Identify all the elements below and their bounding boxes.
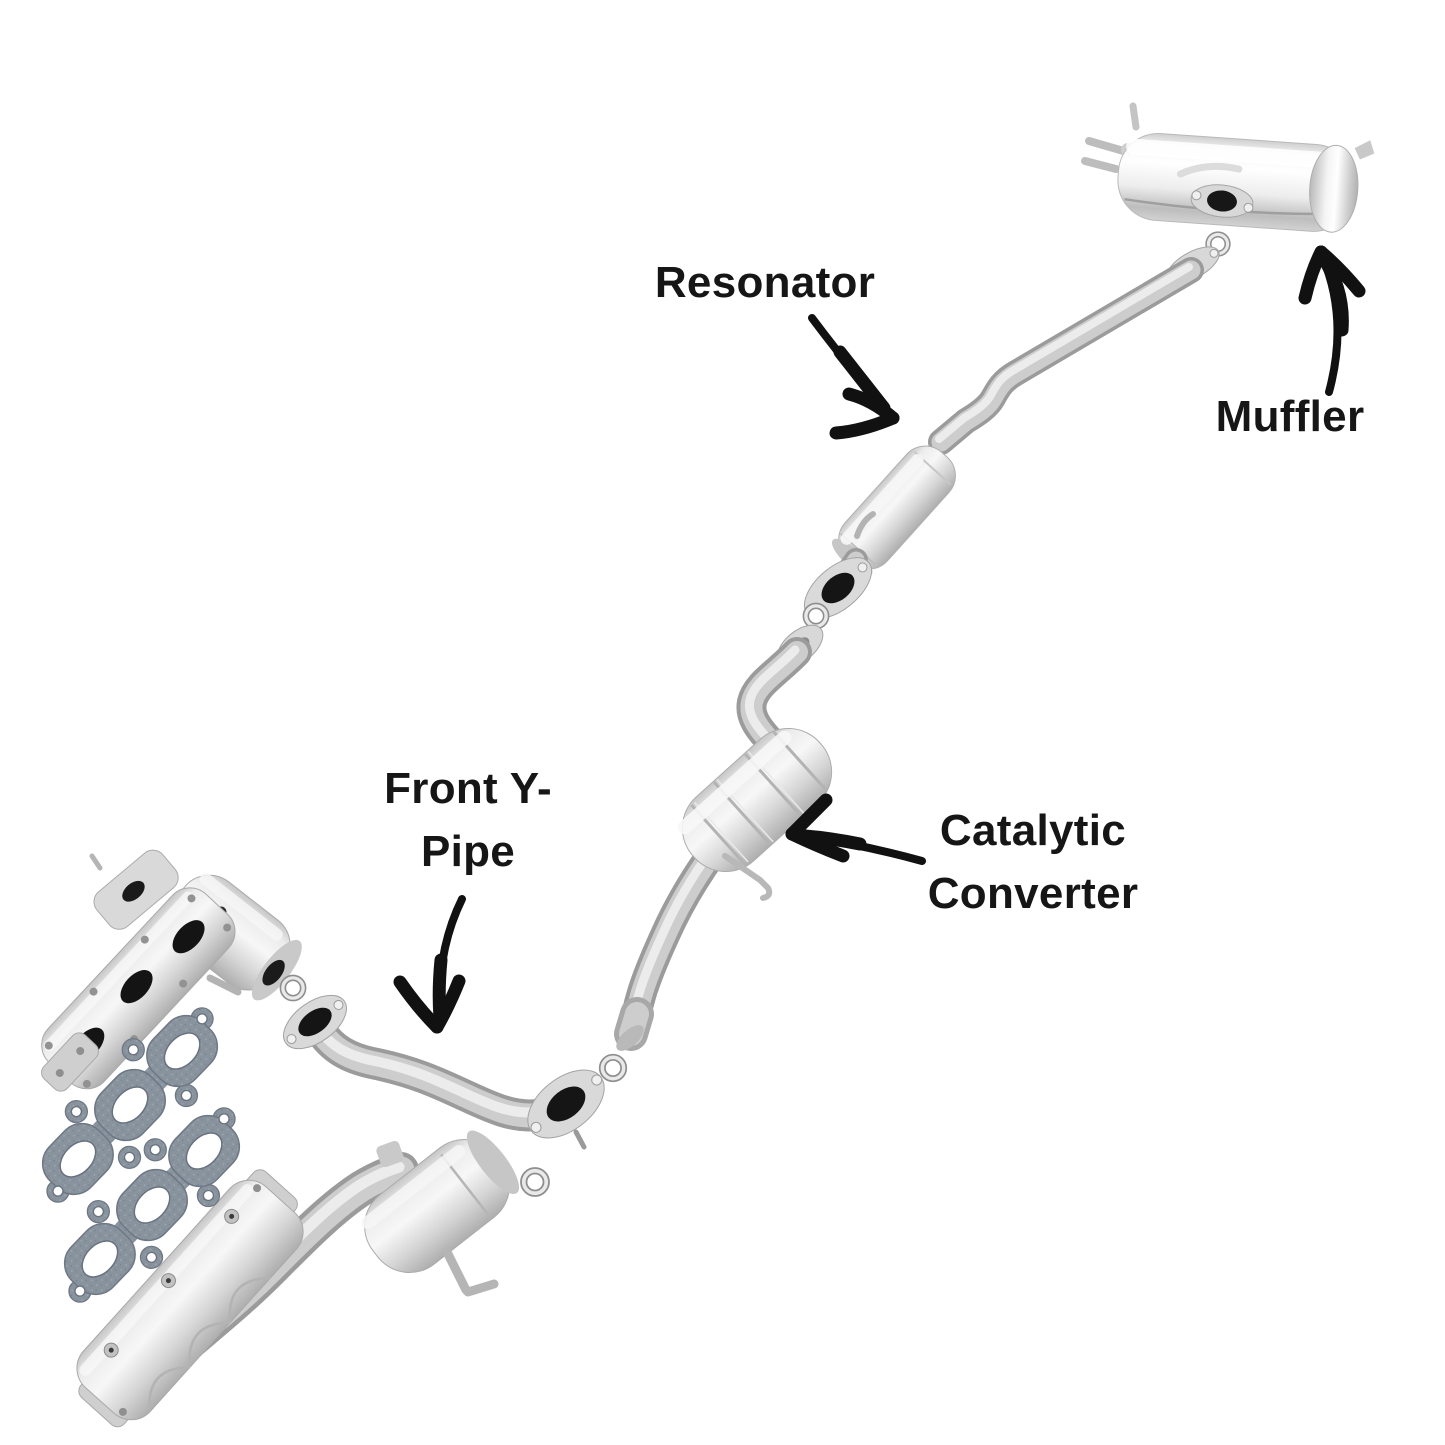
exhaust-manifold-upper-illustration xyxy=(41,849,307,1092)
front-y-pipe-arrow-icon xyxy=(393,895,466,1034)
front-y-pipe-label-line1: Front Y- xyxy=(384,764,552,813)
muffler-arrow-icon xyxy=(1298,245,1366,396)
ring-gasket-resonator xyxy=(802,602,830,630)
front-y-pipe-illustration xyxy=(283,994,605,1150)
ring-gasket-manifold-lower xyxy=(520,1167,550,1197)
lower-converter-body xyxy=(364,1138,510,1274)
catalytic-hanger-rod xyxy=(722,853,773,901)
muffler-label: Muffler xyxy=(1215,392,1365,441)
catalytic-converter-illustration xyxy=(598,624,833,1083)
muffler-inlet-flange xyxy=(1190,184,1254,218)
lower-converter-bracket xyxy=(442,1247,499,1297)
lower-manifold-body xyxy=(76,1179,304,1421)
manifold-port xyxy=(120,970,153,1004)
manifold-port xyxy=(172,920,205,954)
resonator-hanger-rod xyxy=(854,511,876,539)
ring-gasket-manifold-upper xyxy=(279,974,307,1002)
muffler-illustration xyxy=(1081,102,1375,257)
resonator-outlet-flange xyxy=(804,557,872,619)
muffler-hanger-pin xyxy=(1081,157,1120,173)
catalytic-converter-label-line2: Converter xyxy=(927,868,1139,918)
muffler-end-cap xyxy=(1309,144,1359,233)
front-y-pipe-label-line2: Pipe xyxy=(420,826,516,876)
resonator-arrow-icon xyxy=(808,314,900,440)
muffler-logo-emboss xyxy=(1176,162,1243,178)
y-pipe-right-flange xyxy=(527,1069,605,1139)
exhaust-manifold-lower-illustration xyxy=(76,1130,550,1428)
y-pipe-left-flange xyxy=(283,994,347,1050)
resonator-label: Resonator xyxy=(654,258,876,307)
resonator-illustration xyxy=(802,246,1220,630)
muffler-hanger-pin xyxy=(1085,137,1131,156)
catalytic-converter-arrow-icon xyxy=(785,793,926,865)
catalytic-converter-label-line1: Catalytic xyxy=(939,806,1127,855)
front-y-pipe-label: Front Y- Pipe xyxy=(384,758,552,884)
ring-gasket-y-pipe-inlet xyxy=(598,1053,628,1083)
muffler-hanger-pin xyxy=(1129,102,1140,131)
catalytic-converter-label: Catalytic Converter xyxy=(928,800,1139,926)
